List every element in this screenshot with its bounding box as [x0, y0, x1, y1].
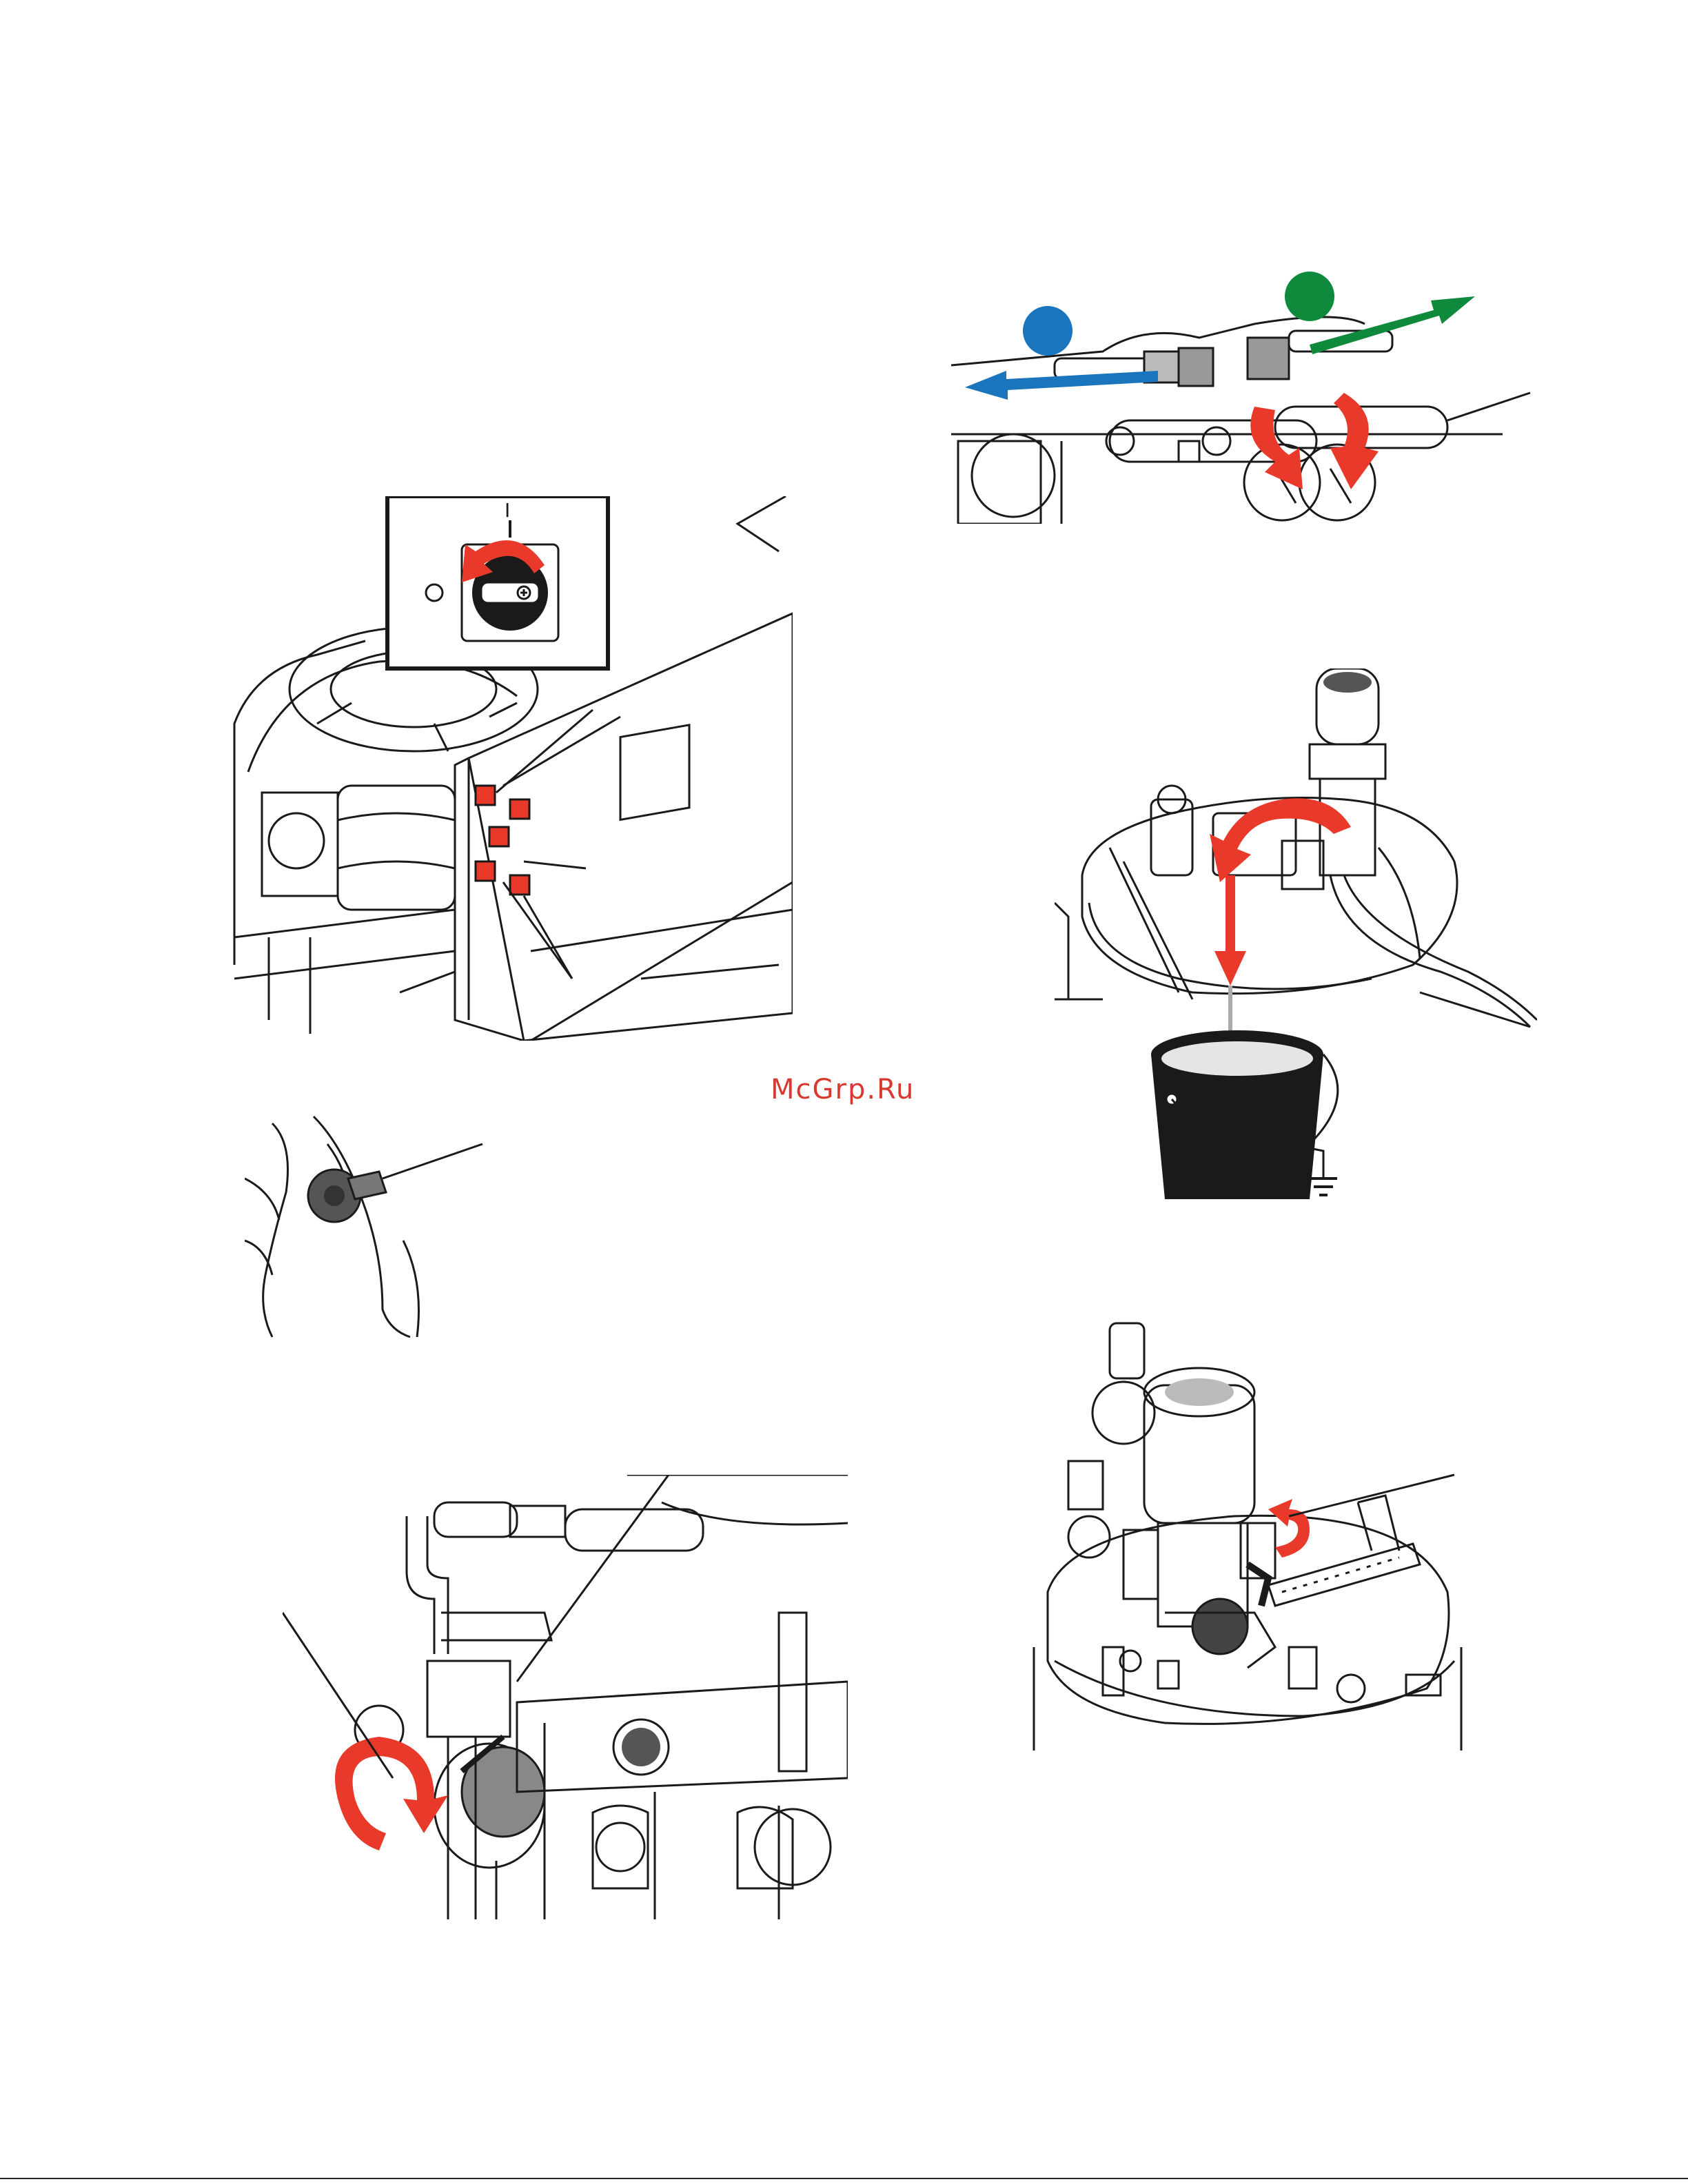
footer-rule — [0, 2178, 1688, 2179]
flow-arrow-green — [1285, 272, 1475, 354]
figure-power-switch: I O — [227, 496, 793, 1041]
rotate-arrow — [335, 1737, 448, 1850]
flow-fittings-illustration — [951, 269, 1537, 524]
switch-on-label: I — [505, 499, 510, 522]
flow-arrow-blue — [965, 306, 1158, 400]
figure-flow-fittings — [951, 269, 1537, 524]
pump-valve-illustration — [1027, 1303, 1468, 1751]
down-arrow — [1214, 951, 1246, 986]
figure-knob — [245, 1103, 493, 1340]
figure-drain-pail — [1055, 669, 1537, 1206]
ground-symbol — [1310, 1178, 1337, 1195]
knob-illustration — [245, 1103, 493, 1340]
figure-pump-valve — [1027, 1303, 1468, 1751]
power-switch-illustration — [227, 496, 793, 1041]
rotate-arrow — [1210, 798, 1351, 882]
figure-regulator — [283, 1475, 848, 1919]
regulator-illustration — [283, 1475, 848, 1919]
drain-pail-illustration — [1055, 669, 1537, 1206]
watermark-text: McGrp.Ru — [771, 1074, 915, 1105]
